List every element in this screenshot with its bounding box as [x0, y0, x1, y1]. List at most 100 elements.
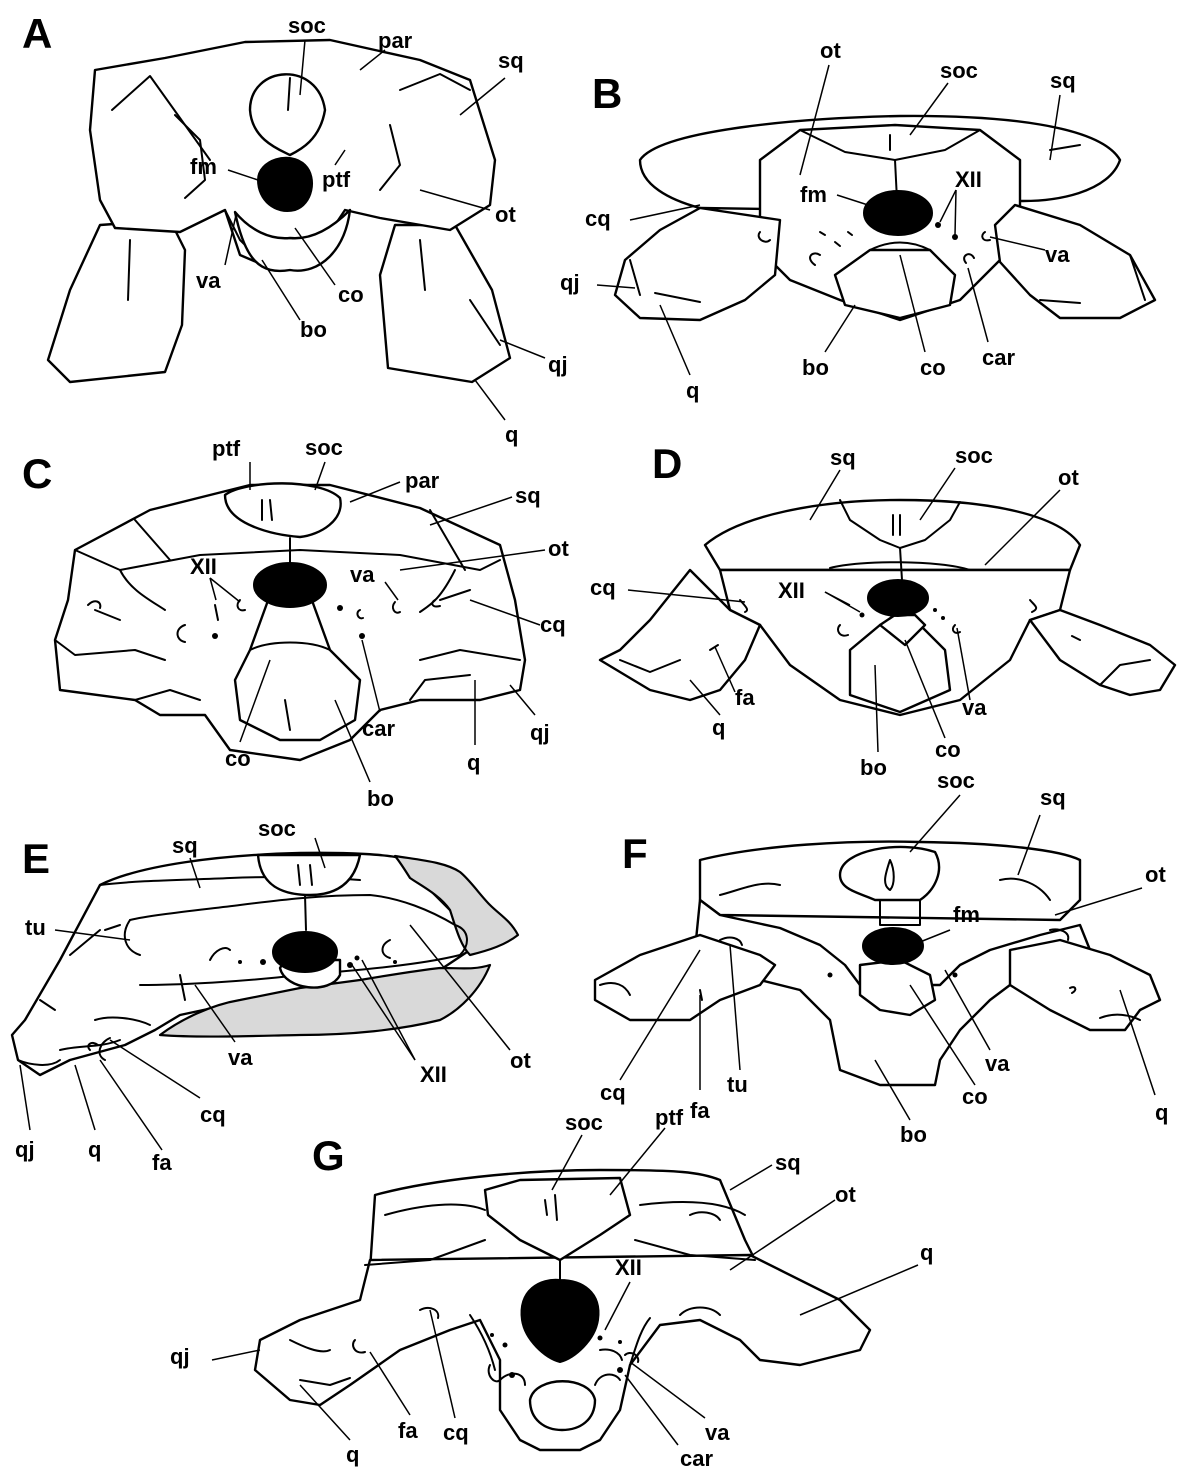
label-f-tu: tu [727, 1072, 748, 1097]
panel-d: D [590, 440, 1177, 780]
label-f-soc: soc [937, 768, 975, 793]
quadrate-left [46, 218, 187, 384]
quadrate-right-d [1028, 608, 1177, 697]
label-c-ptf: ptf [212, 436, 241, 461]
label-g-sq: sq [775, 1150, 801, 1175]
label-a-fm: fm [190, 154, 217, 179]
label-a-q: q [505, 422, 518, 447]
label-a-va: va [196, 268, 221, 293]
foramen-magnum-d [867, 579, 929, 617]
label-b-fm: fm [800, 182, 827, 207]
foramen-magnum-b [863, 190, 933, 236]
matrix-upper-e [393, 854, 520, 957]
panel-letter-d: D [652, 440, 682, 487]
label-c-xii: XII [190, 554, 217, 579]
label-d-fa: fa [735, 685, 755, 710]
panel-letter-a: A [22, 10, 52, 57]
label-d-bo: bo [860, 755, 887, 780]
label-b-qj: qj [560, 270, 580, 295]
label-a-ptf: ptf [322, 167, 351, 192]
label-f-fa: fa [690, 1098, 710, 1123]
label-f-va: va [985, 1051, 1010, 1076]
label-c-co: co [225, 746, 251, 771]
label-e-soc: soc [258, 816, 296, 841]
label-b-co: co [920, 355, 946, 380]
label-a-bo: bo [300, 317, 327, 342]
label-b-bo: bo [802, 355, 829, 380]
label-e-xii: XII [420, 1062, 447, 1087]
panel-e: E [10, 816, 531, 1175]
label-g-soc: soc [565, 1110, 603, 1135]
label-c-qj: qj [530, 720, 550, 745]
foramen-magnum-c [253, 562, 327, 608]
supraoccipital-f [838, 845, 941, 902]
label-g-ptf: ptf [655, 1105, 684, 1130]
label-a-sq: sq [498, 48, 524, 73]
label-f-fm: fm [953, 902, 980, 927]
supraoccipital-c [223, 482, 342, 539]
label-d-q: q [712, 715, 725, 740]
label-g-va: va [705, 1420, 730, 1445]
label-d-sq: sq [830, 445, 856, 470]
label-b-car: car [982, 345, 1015, 370]
label-g-ot: ot [835, 1182, 856, 1207]
label-d-ot: ot [1058, 465, 1079, 490]
quadrate-left-f [593, 933, 777, 1022]
panel-letter-e: E [22, 835, 50, 882]
panel-c: C [22, 435, 569, 811]
label-e-fa: fa [152, 1150, 172, 1175]
label-f-bo: bo [900, 1122, 927, 1147]
label-e-ot: ot [510, 1048, 531, 1073]
label-g-q2: q [346, 1442, 359, 1467]
label-c-car: car [362, 716, 395, 741]
label-a-co: co [338, 282, 364, 307]
label-a-ot: ot [495, 202, 516, 227]
label-g-xii: XII [615, 1255, 642, 1280]
label-e-tu: tu [25, 915, 46, 940]
quadrate-right-f [1008, 938, 1162, 1032]
panel-g: G [170, 1105, 933, 1471]
label-c-va: va [350, 562, 375, 587]
panel-a: A soc par [22, 10, 568, 447]
panel-b: B [560, 38, 1157, 403]
label-e-sq: sq [172, 833, 198, 858]
label-f-sq: sq [1040, 785, 1066, 810]
quadrate-right-b [993, 203, 1157, 320]
panel-letter-c: C [22, 450, 52, 497]
basioccipital-g [528, 1380, 597, 1432]
foramen-magnum-e [272, 931, 338, 973]
panel-letter-f: F [622, 830, 648, 877]
label-e-va: va [228, 1045, 253, 1070]
label-g-fa: fa [398, 1418, 418, 1443]
label-f-co: co [962, 1084, 988, 1109]
skull-outline-e [10, 851, 472, 1077]
foramen-magnum-f [862, 927, 924, 965]
label-b-q: q [686, 378, 699, 403]
label-e-qj: qj [15, 1137, 35, 1162]
label-d-co: co [935, 737, 961, 762]
label-f-ot: ot [1145, 862, 1166, 887]
supraoccipital-e [256, 853, 362, 897]
label-d-cq: cq [590, 575, 616, 600]
label-c-sq: sq [515, 483, 541, 508]
label-b-va: va [1045, 242, 1070, 267]
quadrate-left-b [613, 206, 782, 322]
label-e-cq: cq [200, 1102, 226, 1127]
label-b-cq: cq [585, 206, 611, 231]
label-g-qj: qj [170, 1344, 190, 1369]
label-f-q: q [1155, 1100, 1168, 1125]
label-c-par: par [405, 468, 440, 493]
label-b-xii: XII [955, 167, 982, 192]
panel-f: F [593, 768, 1168, 1147]
label-c-cq: cq [540, 612, 566, 637]
label-d-xii: XII [778, 578, 805, 603]
basioccipital-a [233, 208, 352, 273]
label-g-q: q [920, 1240, 933, 1265]
label-c-soc: soc [305, 435, 343, 460]
label-a-soc: soc [288, 13, 326, 38]
foramen-magnum-a [256, 156, 314, 212]
label-b-sq: sq [1050, 68, 1076, 93]
label-d-va: va [962, 695, 987, 720]
label-e-q: q [88, 1137, 101, 1162]
